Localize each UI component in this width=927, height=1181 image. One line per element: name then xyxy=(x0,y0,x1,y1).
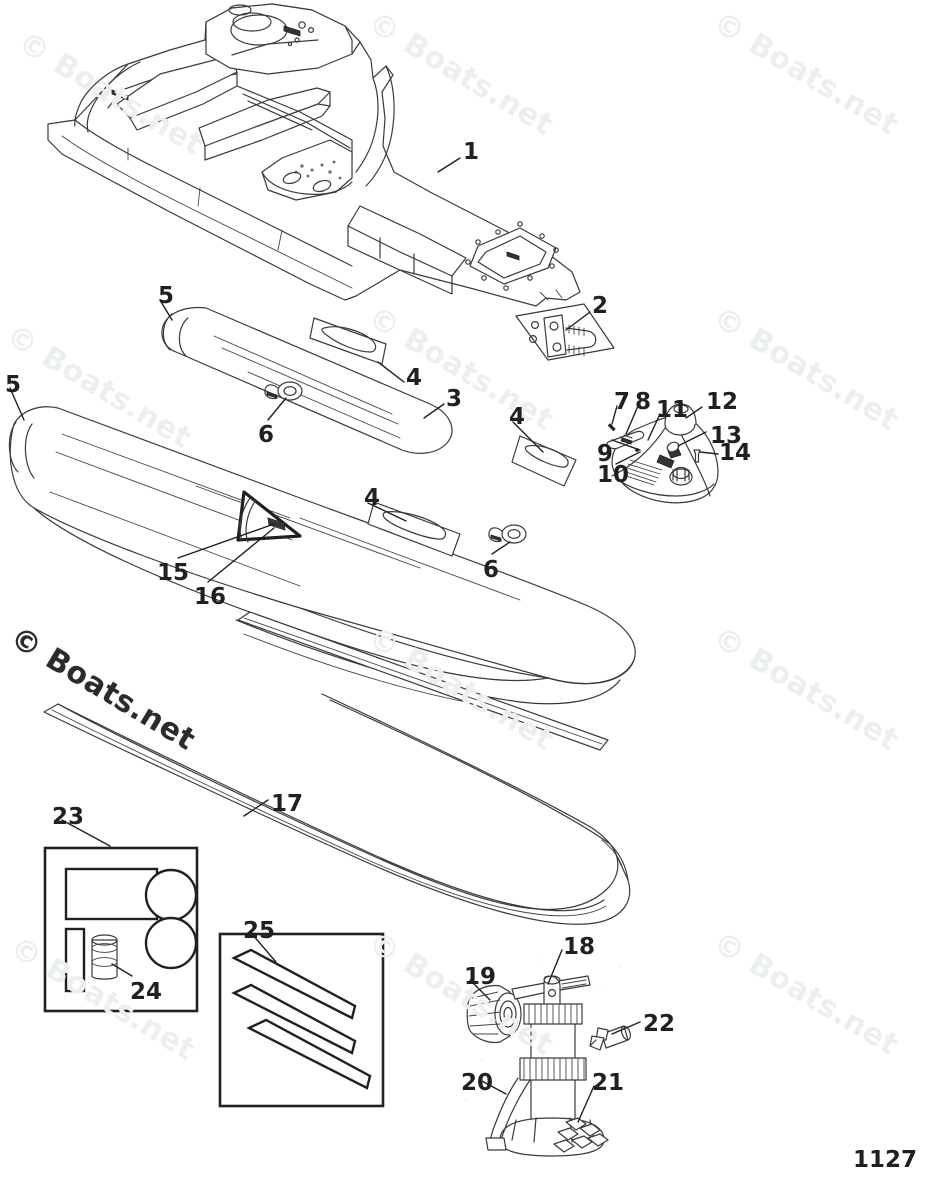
callout-floorboard-strip-kit[interactable]: 25 xyxy=(243,918,276,944)
callout-carry-handle-lower[interactable]: 4 xyxy=(364,485,381,511)
callout-foot-pump-handle[interactable]: 18 xyxy=(563,934,596,960)
callout-valve-adapter-tool[interactable]: 22 xyxy=(643,1011,676,1037)
inflation-valve-lower-art xyxy=(488,524,527,544)
drain-grommet-art xyxy=(666,441,680,453)
hull-floor-assembly-art xyxy=(47,3,581,307)
drain-plug-cap-art xyxy=(664,403,697,436)
transom-tow-eye-bracket-art xyxy=(515,303,615,361)
callout-adhesive-can[interactable]: 24 xyxy=(130,979,163,1005)
adhesive-can-art xyxy=(91,934,118,980)
callout-nut[interactable]: 10 xyxy=(597,462,630,488)
callout-inflatable-keel-floor[interactable]: 17 xyxy=(271,791,304,817)
callout-transom-shield[interactable]: 11 xyxy=(656,397,689,423)
floorboard-strip-kit-art xyxy=(218,932,385,1108)
callout-inflation-valve-lower[interactable]: 6 xyxy=(483,557,500,583)
pump-fittings-art xyxy=(553,1117,609,1153)
page-number: 1127 xyxy=(852,1147,917,1173)
latch-clip-art xyxy=(606,430,645,450)
inflation-valve-upper-art xyxy=(264,381,303,401)
foot-pump-assembly-art xyxy=(465,959,632,1157)
transom-shield-assembly-art xyxy=(606,403,719,504)
pump-adapter-art xyxy=(466,984,522,1044)
callout-oarlock-insert[interactable]: 16 xyxy=(194,584,227,610)
inflatable-keel-floor-art xyxy=(43,693,631,925)
callout-oarlock-patch[interactable]: 15 xyxy=(157,560,190,586)
callout-washer[interactable]: 9 xyxy=(597,441,614,467)
pump-hose-art xyxy=(485,1077,531,1151)
callout-carry-handle-upper[interactable]: 4 xyxy=(406,365,423,391)
valve-adapter-tool-art xyxy=(589,1025,632,1051)
callout-tube-end-cone-lower[interactable]: 5 xyxy=(5,372,22,398)
callout-inflation-valve-upper[interactable]: 6 xyxy=(258,422,275,448)
callout-drain-grommet[interactable]: 13 xyxy=(710,423,743,449)
upper-tube-assembly-art xyxy=(161,306,577,487)
callout-upper-tube-assembly[interactable]: 3 xyxy=(446,386,463,412)
callout-fastener[interactable]: 14 xyxy=(719,440,752,466)
leader-lines xyxy=(9,157,719,1123)
callout-pump-adapter[interactable]: 19 xyxy=(464,964,497,990)
fastener-art xyxy=(693,449,701,463)
callout-pump-hose[interactable]: 20 xyxy=(461,1070,494,1096)
callout-drain-plug-cap[interactable]: 12 xyxy=(706,389,739,415)
callout-hull-floor-assembly[interactable]: 1 xyxy=(463,139,480,165)
oarlock-detail-art xyxy=(236,490,302,543)
callout-transom-tow-eye-bracket[interactable]: 2 xyxy=(592,293,609,319)
callout-pump-fittings[interactable]: 21 xyxy=(592,1070,625,1096)
callout-tube-end-cone-upper[interactable]: 5 xyxy=(158,283,175,309)
foot-pump-handle-art xyxy=(511,975,591,1007)
inflatable-tube-assembly-art xyxy=(8,406,636,751)
callout-repair-kit-box[interactable]: 23 xyxy=(52,804,85,830)
repair-kit-box-art xyxy=(43,846,199,1013)
callout-screw[interactable]: 7 xyxy=(614,389,631,415)
callout-carry-handle-right[interactable]: 4 xyxy=(509,404,526,430)
callout-latch-clip[interactable]: 8 xyxy=(635,389,652,415)
